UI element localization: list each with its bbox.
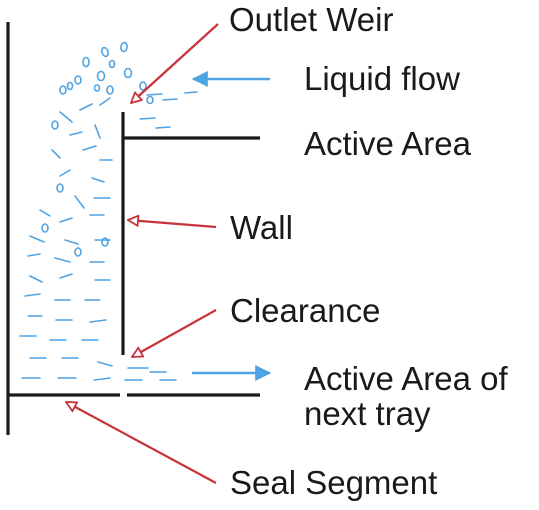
liquid-dash (162, 98, 178, 101)
liquid-dash (69, 131, 83, 136)
label-outlet-weir: Outlet Weir (229, 1, 394, 38)
liquid-drop (93, 84, 101, 92)
liquid-dash (59, 217, 73, 223)
liquid-drop (106, 85, 114, 95)
liquid-drop (101, 237, 109, 247)
liquid-dash (79, 103, 93, 111)
label-seal-segment: Seal Segment (230, 464, 438, 501)
liquid-drop (123, 67, 133, 79)
liquid-drop (108, 59, 116, 69)
liquid-drop (100, 46, 110, 58)
liquid-drop (74, 75, 82, 85)
liquid-drop (74, 247, 82, 257)
label-active-area-next-line2: next tray (304, 395, 431, 432)
liquid-dash (24, 293, 41, 297)
liquid-dash (27, 253, 41, 257)
liquid-dash (39, 209, 51, 217)
label-wall: Wall (230, 209, 293, 246)
liquid-drop (59, 85, 67, 95)
liquid-dash (97, 361, 113, 367)
tray-structure (6, 22, 260, 435)
liquid-dash (155, 126, 171, 129)
liquid-dash (59, 111, 73, 123)
label-liquid-flow: Liquid flow (304, 60, 460, 97)
label-active-area-next-line1: Active Area of (304, 360, 508, 397)
liquid-dash (64, 239, 79, 245)
outlet-weir-leader (131, 23, 219, 103)
liquid-dash (93, 377, 111, 381)
seal-segment-leader (66, 401, 217, 484)
liquid-dash (51, 149, 61, 159)
liquid-dash (89, 319, 107, 323)
leader-arrows (66, 23, 219, 484)
liquid-dash (29, 275, 43, 283)
liquid-dash (54, 257, 71, 263)
liquid-drop (96, 70, 106, 82)
flow-arrows (191, 71, 272, 381)
label-active-area: Active Area (304, 125, 471, 162)
liquid-dash (184, 91, 198, 94)
liquid-drop (139, 81, 147, 91)
liquid-dash (139, 117, 156, 120)
liquid-dash (82, 145, 97, 151)
label-active-area-next-tray: Active Area of next tray (304, 361, 508, 431)
liquid-dash (99, 97, 111, 106)
liquid-dash (91, 177, 105, 183)
liquid-drop (146, 95, 154, 105)
liquid-dash (74, 195, 85, 209)
liquid-dash (146, 93, 163, 96)
clearance-leader (132, 309, 217, 357)
liquid-droplets (19, 41, 198, 381)
label-clearance: Clearance (230, 292, 381, 329)
liquid-drop (51, 120, 59, 130)
liquid-drop (120, 41, 128, 53)
liquid-drop (56, 183, 64, 193)
liquid-drop (82, 56, 90, 68)
liquid-dash (59, 169, 71, 177)
liquid-dash (94, 124, 101, 139)
liquid-drop (66, 81, 74, 91)
liquid-dash (59, 273, 73, 279)
liquid-dash (29, 235, 45, 243)
liquid-drop (41, 223, 49, 233)
wall-leader (128, 220, 217, 229)
